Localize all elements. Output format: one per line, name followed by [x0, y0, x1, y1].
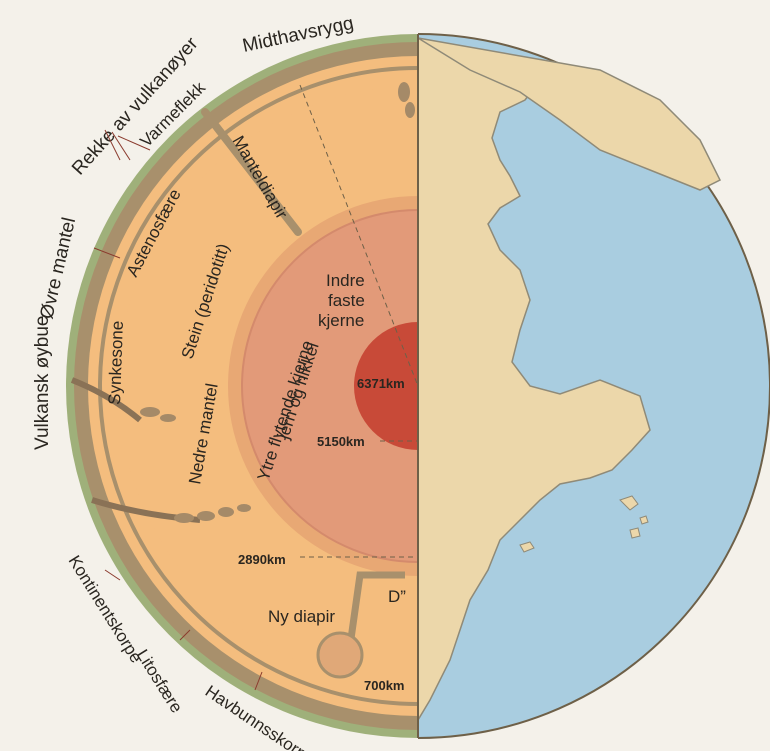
new-diapir-stem: [344, 571, 405, 661]
island-4: [519, 541, 535, 553]
landmass-main: [418, 37, 651, 722]
depth-2890: 2890km: [238, 552, 286, 567]
label-ovre-mantel: Øvre mantel: [36, 216, 80, 322]
cross-section: [66, 34, 418, 738]
label-indre-3: kjerne: [318, 311, 364, 330]
mantle-diapir-stem: [201, 108, 302, 236]
outer-core: [241, 209, 418, 563]
leader-lines: [93, 129, 263, 691]
label-synkesone: Synkesone: [105, 320, 127, 405]
globe-surface: [418, 33, 770, 739]
sinking-blobs: [140, 82, 415, 523]
label-ny-diapir: Ny diapir: [268, 607, 335, 626]
depth-6371: 6371km: [357, 376, 405, 391]
depth-700: 700km: [364, 678, 404, 693]
transition-ring: [98, 66, 418, 706]
subduction-slab-upper: [70, 377, 142, 423]
inner-core: [354, 322, 418, 450]
island-2: [629, 527, 641, 539]
landmass-north: [418, 37, 722, 191]
label-indre-2: faste: [328, 291, 365, 310]
new-diapir-head: [316, 631, 364, 679]
island-1: [619, 495, 639, 511]
label-vulkansk-oybue: Vulkansk øybue: [32, 316, 53, 450]
label-d-double-prime: D”: [388, 587, 406, 606]
label-indre-1: Indre: [326, 271, 365, 290]
label-litosfaere: Litosfære: [133, 646, 187, 716]
island-3: [639, 515, 649, 525]
depth-5150: 5150km: [317, 434, 365, 449]
